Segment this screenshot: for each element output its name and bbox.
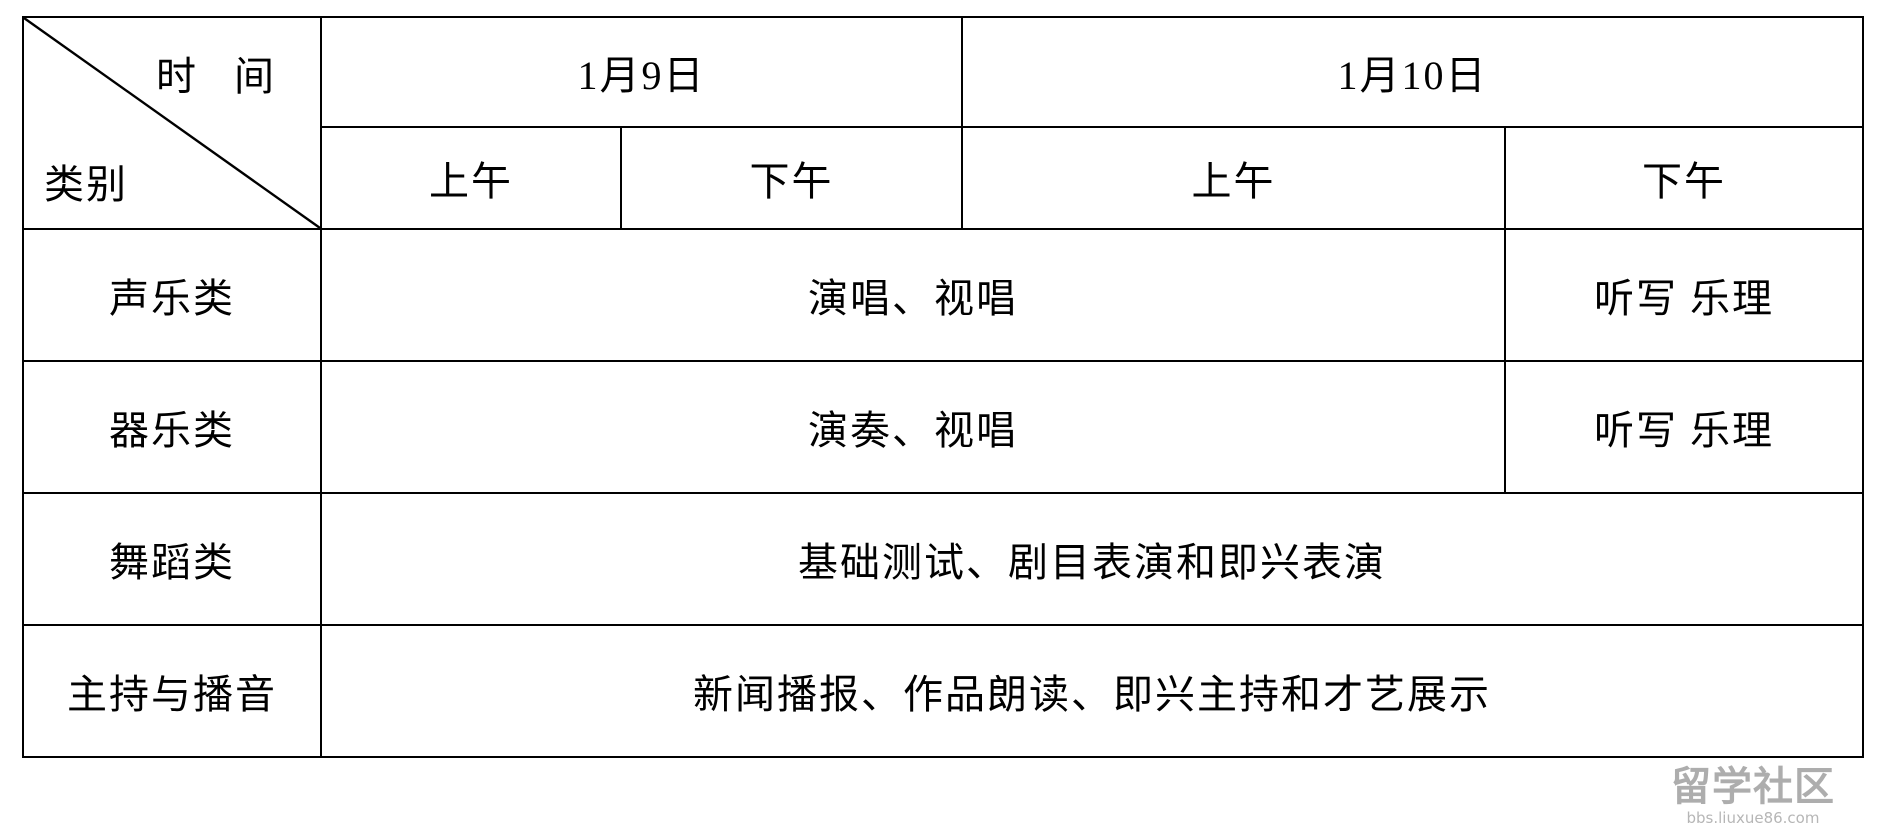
- row-instrumental-main-content: 演奏、视唱: [320, 360, 1506, 494]
- table-row: 器乐类 演奏、视唱 听写 乐理: [22, 360, 1864, 494]
- session-header-jan10-morning: 上午: [961, 126, 1506, 230]
- row-dance-content: 基础测试、剧目表演和即兴表演: [320, 492, 1864, 626]
- row-category-dance: 舞蹈类: [22, 492, 322, 626]
- watermark-title: 留学社区: [1671, 764, 1835, 810]
- table-row: 主持与播音 新闻播报、作品朗读、即兴主持和才艺展示: [22, 624, 1864, 758]
- header-row-sessions: 上午 下午 上午 下午: [23, 126, 1864, 230]
- row-category-vocal: 声乐类: [22, 228, 322, 362]
- exam-schedule-table: 时 间 类别 1月9日 1月10日 上午 下午 上午 下午 声乐类 演唱、视唱 …: [22, 16, 1864, 758]
- table-row: 舞蹈类 基础测试、剧目表演和即兴表演: [22, 492, 1864, 626]
- row-category-instrumental: 器乐类: [22, 360, 322, 494]
- header-row-dates: 时 间 类别 1月9日 1月10日: [22, 16, 1864, 230]
- row-instrumental-theory-content: 听写 乐理: [1504, 360, 1864, 494]
- corner-time-label: 时 间: [156, 54, 288, 99]
- row-vocal-theory-content: 听写 乐理: [1504, 228, 1864, 362]
- date-header-jan10: 1月10日: [961, 16, 1864, 128]
- watermark-url: bbs.liuxue86.com: [1686, 809, 1820, 827]
- table-row: 声乐类 演唱、视唱 听写 乐理: [22, 228, 1864, 362]
- watermark: 留学社区 bbs.liuxue86.com: [1643, 767, 1863, 827]
- session-header-jan10-afternoon: 下午: [1504, 126, 1864, 230]
- corner-header-cell: 时 间 类别: [22, 16, 322, 230]
- session-header-jan9-morning: 上午: [320, 126, 622, 230]
- corner-category-label: 类别: [44, 162, 128, 207]
- row-hosting-content: 新闻播报、作品朗读、即兴主持和才艺展示: [320, 624, 1864, 758]
- row-category-hosting: 主持与播音: [22, 624, 322, 758]
- session-header-jan9-afternoon: 下午: [620, 126, 963, 230]
- row-vocal-main-content: 演唱、视唱: [320, 228, 1506, 362]
- date-header-jan9: 1月9日: [320, 16, 963, 128]
- corner-inner: 时 间 类别: [24, 18, 320, 228]
